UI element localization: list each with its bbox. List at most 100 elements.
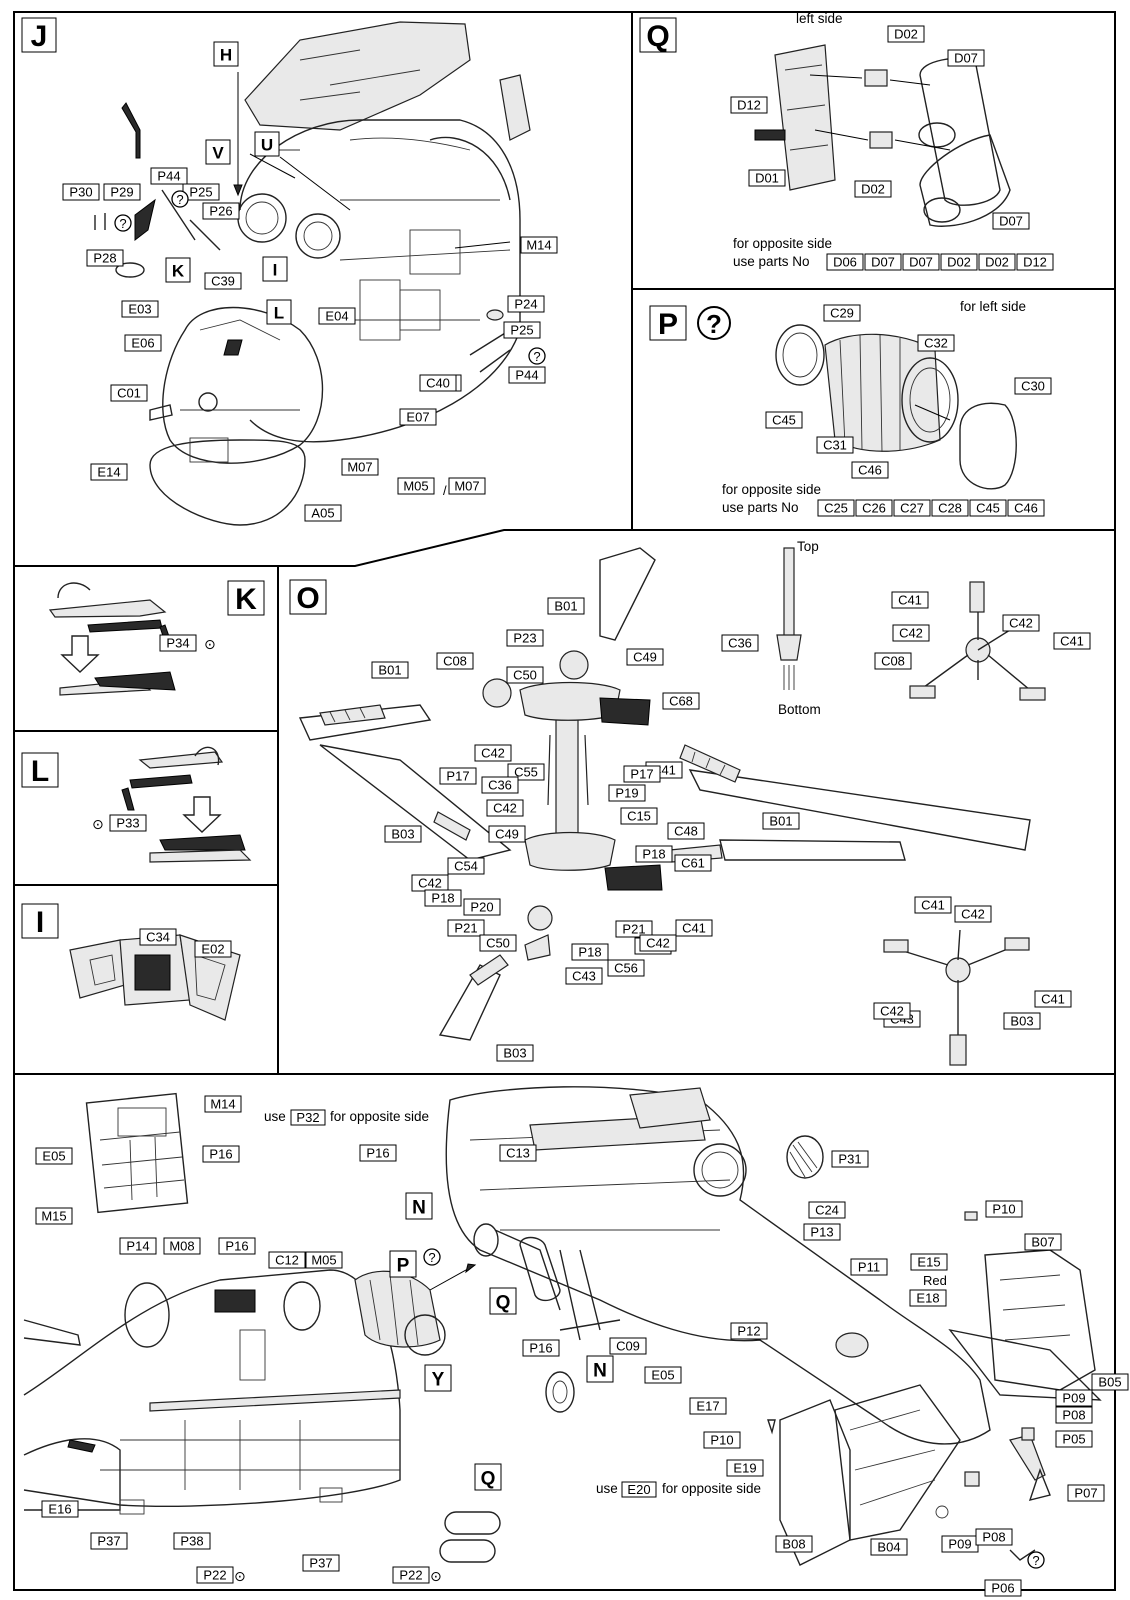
part-label-p28: P28 bbox=[86, 249, 124, 267]
part-label-main-38-p22: P22 bbox=[392, 1566, 430, 1584]
part-label-q-d12: D12 bbox=[730, 96, 768, 114]
glue-icon: ⊙ bbox=[430, 1569, 442, 1585]
part-label-main-9-p13: P13 bbox=[803, 1223, 841, 1241]
svg-text:B03: B03 bbox=[503, 1046, 526, 1061]
svg-text:M05: M05 bbox=[403, 479, 428, 494]
part-label-main-8-c24: C24 bbox=[808, 1201, 846, 1219]
svg-text:P28: P28 bbox=[93, 251, 116, 266]
svg-text:U: U bbox=[261, 136, 273, 155]
svg-text:I: I bbox=[273, 261, 278, 280]
svg-text:P22: P22 bbox=[399, 1568, 422, 1583]
svg-text:P26: P26 bbox=[209, 204, 232, 219]
part-label-o-3-c42: C42 bbox=[892, 624, 930, 642]
svg-text:C41: C41 bbox=[1060, 634, 1084, 649]
use-p32-part: P32 bbox=[296, 1110, 319, 1125]
part-label-q-d02: D02 bbox=[854, 180, 892, 198]
svg-text:C42: C42 bbox=[481, 746, 505, 761]
q-opposite-part-2: D07 bbox=[902, 253, 940, 271]
q-opposite-part-0: D06 bbox=[826, 253, 864, 271]
question-icon: ? bbox=[528, 347, 546, 365]
part-label-main-32-p07: P07 bbox=[1067, 1484, 1105, 1502]
part-label-p33: P33 bbox=[109, 814, 147, 832]
svg-text:P30: P30 bbox=[69, 185, 92, 200]
part-label-o-39-p21: P21 bbox=[615, 920, 653, 938]
slash-note: / bbox=[443, 483, 447, 498]
glue-icon: ⊙ bbox=[234, 1569, 246, 1585]
part-label-o-16-p17: P17 bbox=[439, 767, 477, 785]
part-label-e04: E04 bbox=[318, 307, 356, 325]
part-label-o-25-b03: B03 bbox=[384, 825, 422, 843]
svg-text:B01: B01 bbox=[769, 814, 792, 829]
svg-text:P34: P34 bbox=[166, 636, 189, 651]
svg-text:C36: C36 bbox=[728, 636, 752, 651]
svg-text:C26: C26 bbox=[862, 501, 886, 516]
part-label-q-d07: D07 bbox=[947, 49, 985, 67]
svg-text:P17: P17 bbox=[446, 769, 469, 784]
svg-text:C41: C41 bbox=[1041, 992, 1065, 1007]
svg-text:C43: C43 bbox=[572, 969, 596, 984]
part-label-main-1-e05: E05 bbox=[35, 1147, 73, 1165]
svg-text:D07: D07 bbox=[909, 255, 933, 270]
part-label-o-43-c43: C43 bbox=[565, 967, 603, 985]
part-label-main-0-m14: M14 bbox=[204, 1095, 242, 1113]
section-J-K-marker: K bbox=[165, 257, 191, 283]
main-Q-marker: Q bbox=[489, 1287, 517, 1315]
p-opposite-part-0: C25 bbox=[817, 499, 855, 517]
svg-text:P44: P44 bbox=[157, 169, 180, 184]
svg-text:C39: C39 bbox=[211, 274, 235, 289]
svg-text:P25: P25 bbox=[189, 185, 212, 200]
q-opposite-part-4: D02 bbox=[978, 253, 1016, 271]
svg-text:C56: C56 bbox=[614, 961, 638, 976]
part-label-p34: P34 bbox=[159, 634, 197, 652]
svg-text:C15: C15 bbox=[627, 809, 651, 824]
section-J-drawing bbox=[94, 21, 531, 526]
svg-text:B03: B03 bbox=[1010, 1014, 1033, 1029]
p-left-side-note: for left side bbox=[960, 299, 1026, 314]
svg-text:?: ? bbox=[533, 349, 540, 364]
svg-text:P23: P23 bbox=[513, 631, 536, 646]
svg-text:C61: C61 bbox=[681, 856, 705, 871]
svg-text:P10: P10 bbox=[992, 1202, 1015, 1217]
part-label-o-8-c08: C08 bbox=[436, 652, 474, 670]
section-J-U-marker: U bbox=[254, 131, 280, 157]
svg-text:A05: A05 bbox=[311, 506, 334, 521]
part-label-o-18-c36: C36 bbox=[481, 776, 519, 794]
part-label-o-20-c42: C42 bbox=[486, 799, 524, 817]
part-label-e14: E14 bbox=[90, 463, 128, 481]
svg-text:P18: P18 bbox=[578, 945, 601, 960]
section-P-question-icon: ? bbox=[697, 306, 731, 340]
part-label-main-39-b08: B08 bbox=[775, 1535, 813, 1553]
part-label-q-d02: D02 bbox=[887, 25, 925, 43]
main-Y-marker: Y bbox=[424, 1364, 452, 1392]
part-label-main-2-p16: P16 bbox=[202, 1145, 240, 1163]
part-label-e04: C40 bbox=[419, 374, 457, 392]
part-label-o-36-b03: B03 bbox=[496, 1044, 534, 1062]
svg-text:P37: P37 bbox=[97, 1534, 120, 1549]
svg-text:E03: E03 bbox=[128, 302, 151, 317]
svg-text:C42: C42 bbox=[899, 626, 923, 641]
svg-text:B04: B04 bbox=[877, 1540, 900, 1555]
part-label-e07: E07 bbox=[399, 408, 437, 426]
red-note: Red bbox=[923, 1273, 947, 1288]
svg-text:B01: B01 bbox=[378, 663, 401, 678]
part-label-main-16-m05: M05 bbox=[305, 1251, 343, 1269]
svg-text:P22: P22 bbox=[203, 1568, 226, 1583]
part-label-main-41-p09: P09 bbox=[941, 1535, 979, 1553]
svg-text:P: P bbox=[397, 1255, 410, 1276]
p-opposite-part-1: C26 bbox=[855, 499, 893, 517]
p-opposite-part-2: C27 bbox=[893, 499, 931, 517]
svg-text:P10: P10 bbox=[710, 1433, 733, 1448]
svg-text:E15: E15 bbox=[917, 1255, 940, 1270]
svg-text:P13: P13 bbox=[810, 1225, 833, 1240]
part-label-o-2-c41: C41 bbox=[891, 591, 929, 609]
svg-text:D02: D02 bbox=[985, 255, 1009, 270]
svg-text:P44: P44 bbox=[515, 368, 538, 383]
glue-icon: ⊙ bbox=[92, 817, 104, 833]
svg-text:C45: C45 bbox=[976, 501, 1000, 516]
part-label-p-c29: C29 bbox=[823, 304, 861, 322]
part-label-m07: M07 bbox=[341, 458, 379, 476]
section-Q-drawing bbox=[754, 44, 1011, 227]
part-label-o-26-c49: C49 bbox=[488, 825, 526, 843]
